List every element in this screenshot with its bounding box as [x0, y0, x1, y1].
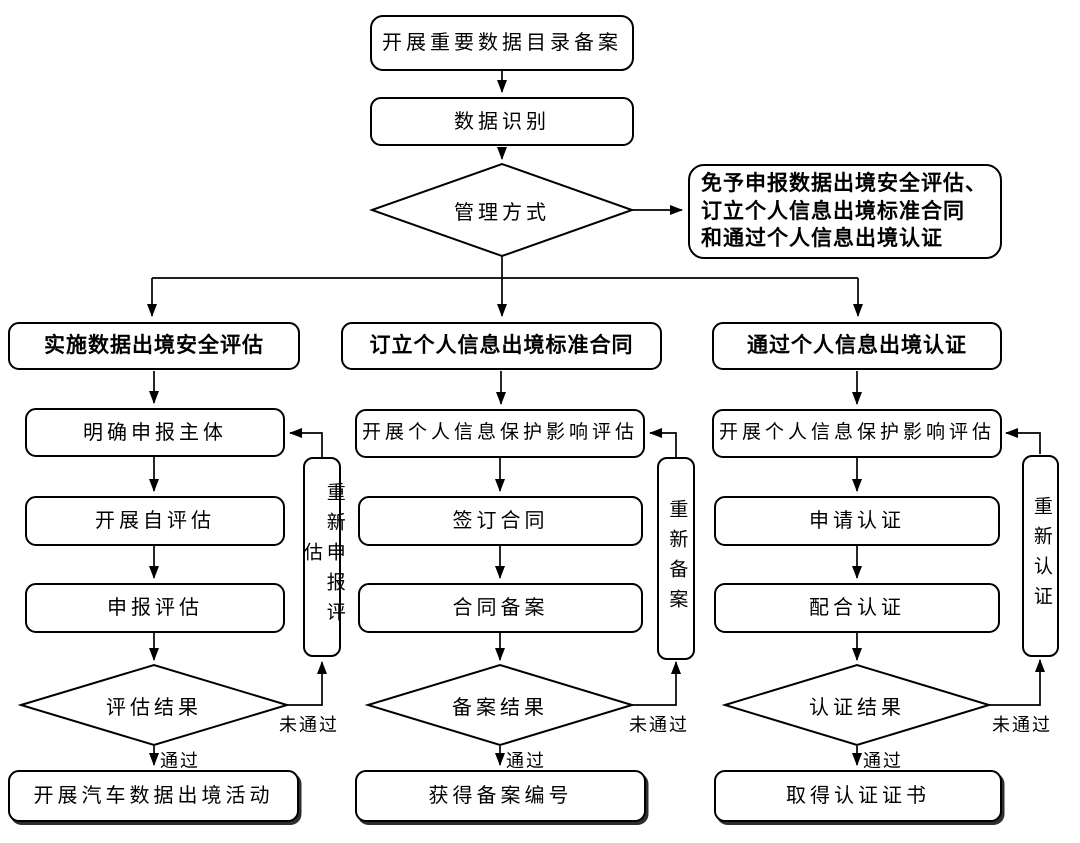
branch1-redo-box: 重新申报评估: [301, 457, 345, 657]
branch2-step-contract-filing: 合同备案: [358, 583, 643, 633]
branch3-fail-label: 未通过: [992, 715, 1052, 735]
branch2-final-box: 获得备案编号: [355, 770, 646, 822]
branch1-fail-label: 未通过: [279, 715, 339, 735]
branch3-decision-label: 认证结果: [809, 696, 905, 719]
branch2-step-pia: 开展个人信息保护影响评估: [355, 409, 645, 458]
arrow-b1-redo-to-s1: [289, 428, 323, 457]
branch2-header: 订立个人信息出境标准合同: [341, 322, 662, 370]
branch3-step-pia: 开展个人信息保护影响评估: [712, 409, 1002, 458]
branch2-pass-label: 通过: [506, 751, 546, 771]
branch2-fail-label: 未通过: [629, 715, 689, 735]
branch1-decision-label: 评估结果: [106, 696, 202, 719]
branch3-header: 通过个人信息出境认证: [712, 322, 1002, 370]
branch1-pass-label: 通过: [160, 751, 200, 771]
arrow-b2-fail-to-redo: [632, 661, 681, 706]
branch3-pass-label: 通过: [863, 751, 903, 771]
branch3-redo-box: 重新认证: [1022, 455, 1059, 657]
node-exempt-note: 免予申报数据出境安全评估、 订立个人信息出境标准合同 和通过个人信息出境认证: [688, 164, 1002, 259]
branch2-decision-label: 备案结果: [452, 696, 548, 719]
branch2-step-sign-contract: 签订合同: [358, 496, 643, 546]
branch1-step-declare-assess: 申报评估: [25, 583, 285, 633]
decision-b1-diamond: [17, 663, 291, 747]
branch2-redo-box: 重新备案: [657, 457, 695, 660]
branch3-final-box: 取得认证证书: [714, 770, 1002, 822]
branch1-step-self-assess: 开展自评估: [25, 496, 285, 546]
arrow-b3-redo-to-s1: [1005, 428, 1041, 454]
branch1-final-box: 开展汽车数据出境活动: [8, 770, 299, 822]
branch3-step-apply-cert: 申请认证: [714, 496, 1000, 546]
node-start: 开展重要数据目录备案: [370, 15, 634, 71]
branch3-step-cooperate-cert: 配合认证: [714, 583, 1000, 633]
decision-b2-diamond: [364, 663, 636, 747]
branch1-step-declare-subject: 明确申报主体: [25, 408, 285, 457]
arrow-b1-fail-to-redo: [287, 661, 327, 706]
arrow-b2-redo-to-s1: [649, 428, 677, 457]
decision-manage-label: 管理方式: [454, 201, 550, 224]
branch1-header: 实施数据出境安全评估: [8, 322, 300, 370]
decision-manage-diamond: [369, 162, 635, 258]
arrow-b3-fail-to-redo: [989, 659, 1045, 706]
node-data-identify: 数据识别: [370, 97, 634, 146]
decision-b3-diamond: [721, 663, 993, 747]
